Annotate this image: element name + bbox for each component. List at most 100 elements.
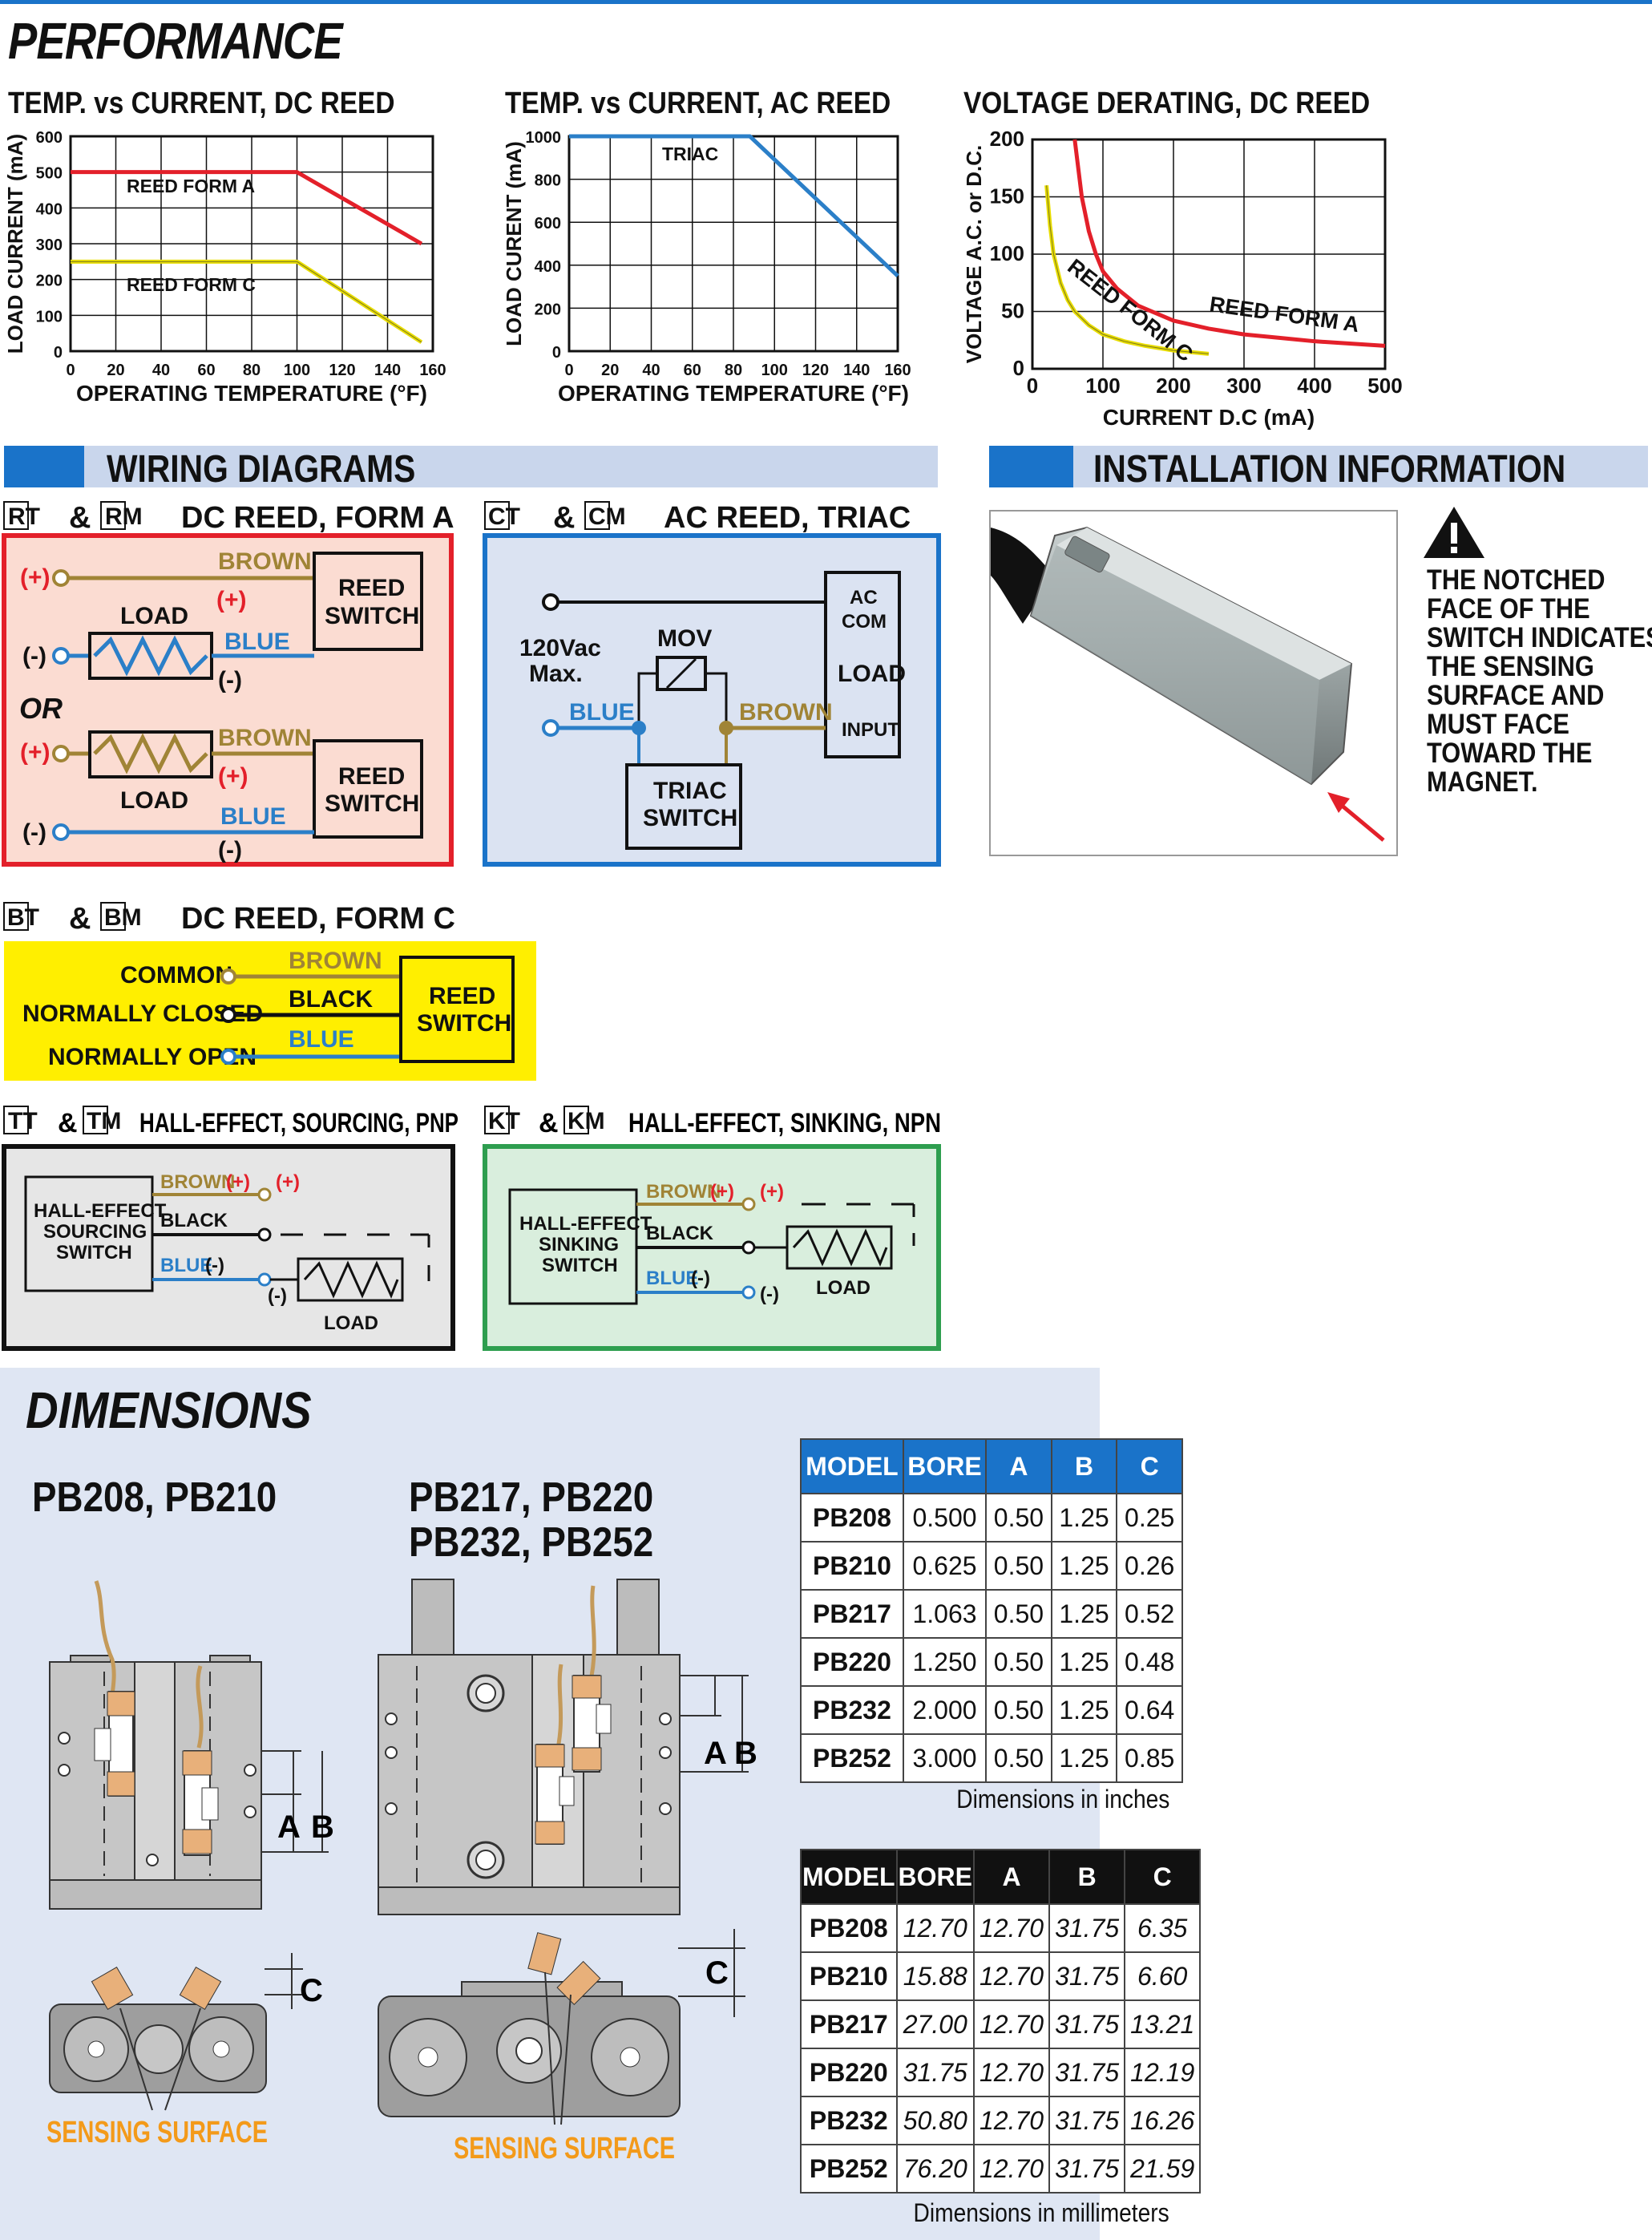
forma-or: OR: [19, 692, 63, 725]
note-line-8: MAGNET.: [1427, 766, 1538, 798]
forma-brown-2: BROWN: [218, 725, 312, 751]
gripper-right-end: [378, 1929, 745, 2125]
npn-title: HALL-EFFECT, SINKING, NPN: [628, 1108, 941, 1138]
table-cell: PB220: [800, 1637, 904, 1687]
chart1-xlabel: OPERATING TEMPERATURE (°F): [76, 381, 427, 406]
forma-load-2: LOAD: [120, 787, 188, 814]
table-cell: PB252: [800, 2144, 898, 2194]
chart1-xtick-label: 160: [419, 362, 446, 379]
installation-title: INSTALLATION INFORMATION: [1093, 448, 1566, 491]
chart3-xtick-label: 200: [1156, 374, 1190, 398]
chart2-xtick-label: 120: [802, 362, 829, 379]
triac-code-1-text: CT: [488, 503, 520, 530]
chart3-xtick-label: 100: [1085, 374, 1120, 398]
chart3-xtick-label: 0: [1027, 374, 1038, 398]
formc-code-1-text: BT: [7, 904, 39, 931]
npn-code-2-text: KM: [567, 1108, 605, 1134]
triac-vac2: Max.: [529, 661, 583, 687]
installation-section-accent: [989, 446, 1073, 487]
table-cell: 31.75: [1048, 1999, 1126, 2049]
npn-minus-b: (-): [760, 1284, 779, 1305]
forma-minus-1: (-): [22, 643, 46, 669]
forma-reed2-2: SWITCH: [325, 790, 419, 817]
pnp-diagram: HALL-EFFECT SOURCING SWITCH BROWN (+) (+…: [24, 1171, 430, 1334]
forma-plus-1: (+): [20, 564, 50, 591]
table-header-cell: BORE: [902, 1438, 988, 1494]
forma-minus-1b: (-): [218, 667, 242, 693]
forma-code-1-text: RT: [8, 503, 40, 530]
chart3-ytick-label: 100: [990, 241, 1024, 265]
chart1-xtick-label: 0: [66, 362, 75, 379]
table-cell: 1.25: [1050, 1637, 1118, 1687]
npn-h3: SWITCH: [542, 1255, 618, 1276]
table-cell: 31.75: [1048, 2048, 1126, 2097]
forma-reed-switch-1: [313, 552, 423, 651]
chart1-xtick-label: 140: [374, 362, 401, 379]
table-cell: PB210: [800, 1951, 898, 2001]
table-header-cell: A: [985, 1438, 1052, 1494]
pnp-code-2-text: TM: [87, 1108, 121, 1134]
formc-diagram: COMMON BROWN NORMALLY CLOSED BLACK NORMA…: [22, 948, 515, 1070]
note-line-3: SWITCH INDICATES: [1427, 622, 1652, 653]
npn-brown: BROWN: [646, 1181, 721, 1203]
table-cell: 12.70: [972, 2096, 1051, 2145]
pnp-code-1-text: TT: [8, 1108, 38, 1134]
table-cell: 1.063: [902, 1589, 988, 1639]
pnp-minus-b: (-): [268, 1285, 287, 1307]
right-sensing-label: SENSING SURFACE: [454, 2132, 675, 2165]
note-line-5: SURFACE AND: [1427, 680, 1605, 711]
table-cell: 6.60: [1124, 1951, 1202, 2001]
chart3-ytick-label: 0: [1013, 356, 1024, 380]
table-cell: 0.25: [1116, 1493, 1183, 1543]
table-cell: PB220: [800, 2048, 898, 2097]
left-sensing-label: SENSING SURFACE: [46, 2116, 268, 2149]
table-cell: 1.25: [1050, 1589, 1118, 1639]
chart3-ytick-label: 200: [990, 127, 1024, 151]
triac-diagram: AC COM LOAD INPUT 120Vac Max. MOV BLUE B…: [519, 571, 906, 850]
table-cell: PB208: [800, 1903, 898, 1953]
triac-title: AC REED, TRIAC: [664, 501, 911, 535]
triac-code-cm: CM: [584, 501, 626, 530]
table-header-cell: MODEL: [800, 1438, 904, 1494]
table-cell: 12.70: [972, 1999, 1051, 2049]
pnp-load: LOAD: [324, 1312, 378, 1334]
wiring-diagrams: .code rect{fill:#fff;stroke:#111;stroke-…: [2, 501, 941, 1351]
forma-brown-1: BROWN: [218, 548, 312, 575]
model-right-1: PB217, PB220: [409, 1474, 654, 1521]
formc-reed2: SWITCH: [417, 1010, 511, 1037]
table-cell: PB217: [800, 1999, 898, 2049]
pnp-plus-b: (+): [276, 1171, 300, 1193]
table-header-cell: B: [1048, 1849, 1126, 1905]
table-header-cell: A: [972, 1849, 1051, 1905]
model-right-2: PB232, PB252: [409, 1519, 654, 1566]
chart1-xtick-label: 60: [197, 362, 215, 379]
npn-plus-a: (+): [710, 1181, 734, 1203]
table-cell: 6.35: [1124, 1903, 1202, 1953]
table-cell: 0.85: [1116, 1733, 1183, 1783]
npn-amp: &: [539, 1108, 559, 1138]
npn-minus-a: (-): [691, 1268, 710, 1289]
chart1-ylabel: LOAD CURRENT (mA): [3, 134, 27, 354]
chart2-ytick-label: 600: [535, 215, 561, 232]
pnp-code-tm: TM: [83, 1106, 121, 1134]
chart-series-label: REED FORM C: [127, 274, 256, 295]
pnp-code-tt: TT: [3, 1106, 38, 1134]
table-cell: 12.70: [895, 1903, 975, 1953]
triac-switch-box: [625, 763, 742, 850]
table-cell: 16.26: [1124, 2096, 1202, 2145]
formc-blue: BLUE: [289, 1026, 354, 1053]
table-cell: 2.000: [902, 1685, 988, 1735]
triac-vac1: 120Vac: [519, 635, 601, 661]
chart1-xtick-label: 120: [329, 362, 355, 379]
table-cell: 12.70: [972, 2048, 1051, 2097]
npn-blue: BLUE: [646, 1268, 698, 1289]
table-cell: 0.64: [1116, 1685, 1183, 1735]
right-label-b: B: [734, 1736, 757, 1771]
pnp-minus-a: (-): [205, 1255, 224, 1276]
forma-plus-2b: (+): [218, 763, 248, 790]
